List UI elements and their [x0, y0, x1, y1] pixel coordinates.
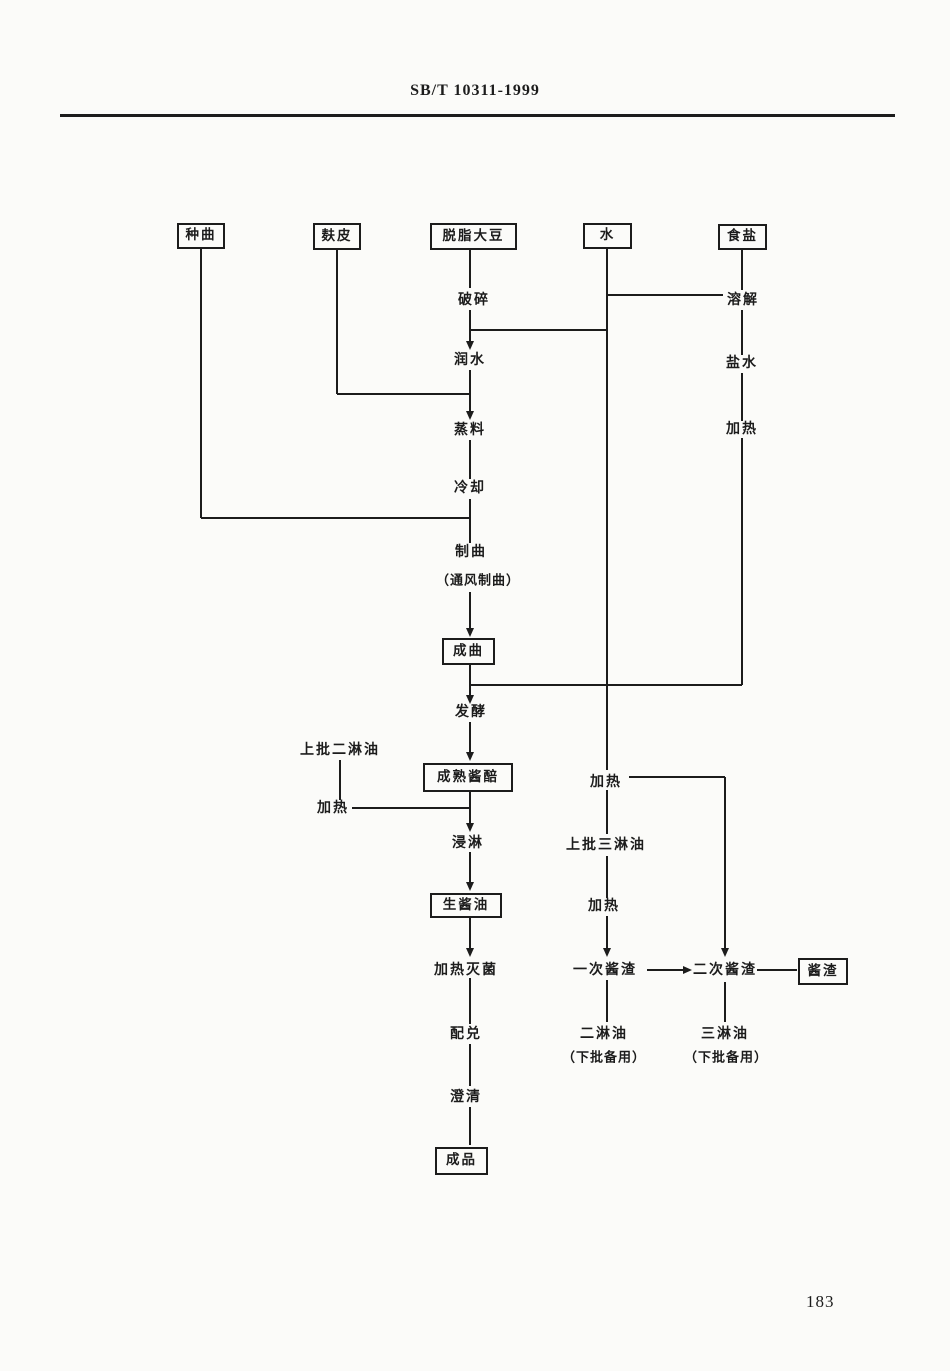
step-third-oil: 三淋油 — [701, 1026, 749, 1042]
node-raw-soy-sauce: 生酱油 — [430, 893, 502, 918]
step-third-oil-note: （下批备用） — [683, 1050, 769, 1066]
standard-number-header: SB/T 10311-1999 — [410, 82, 540, 99]
step-crush: 破碎 — [458, 292, 490, 308]
page-number: 183 — [806, 1292, 835, 1311]
step-water-heat: 加热 — [590, 774, 622, 790]
node-finished-product: 成品 — [435, 1147, 488, 1175]
step-second-oil: 二淋油 — [580, 1026, 628, 1042]
step-first-residue: 一次酱渣 — [573, 962, 637, 978]
node-residue: 酱渣 — [798, 958, 848, 985]
step-ferment: 发酵 — [455, 704, 487, 720]
step-moisten: 润水 — [454, 352, 486, 368]
step-brine-heat: 加热 — [726, 421, 758, 437]
step-brine: 盐水 — [726, 355, 758, 371]
node-wheat-bran: 麸皮 — [313, 223, 361, 250]
step-cool: 冷却 — [454, 480, 486, 496]
node-mature-mash: 成熟酱醅 — [423, 763, 513, 792]
node-seed-koji: 种曲 — [177, 223, 225, 249]
step-second-residue: 二次酱渣 — [693, 962, 757, 978]
flow-arrowheads — [466, 341, 729, 974]
step-second-oil-heat: 加热 — [317, 800, 349, 816]
step-blend: 配兑 — [450, 1026, 482, 1042]
node-finished-koji: 成曲 — [442, 638, 495, 665]
step-koji-making: 制曲 — [455, 544, 487, 560]
flow-lines — [200, 248, 797, 1145]
step-dissolve: 溶解 — [727, 292, 759, 308]
step-leach: 浸淋 — [452, 835, 484, 851]
step-third-oil-heat: 加热 — [588, 898, 620, 914]
step-second-oil-note: （下批备用） — [561, 1050, 647, 1066]
header-rule — [60, 114, 895, 117]
step-sterilize: 加热灭菌 — [434, 962, 498, 978]
step-steam: 蒸料 — [454, 422, 486, 438]
step-prev-batch-third-oil: 上批三淋油 — [566, 837, 646, 853]
node-water: 水 — [583, 223, 632, 249]
step-prev-batch-second-oil: 上批二淋油 — [300, 742, 380, 758]
step-koji-making-note: （通风制曲） — [435, 573, 521, 589]
node-defatted-soybean: 脱脂大豆 — [430, 223, 517, 250]
node-salt: 食盐 — [718, 224, 767, 250]
step-clarify: 澄清 — [450, 1089, 482, 1105]
